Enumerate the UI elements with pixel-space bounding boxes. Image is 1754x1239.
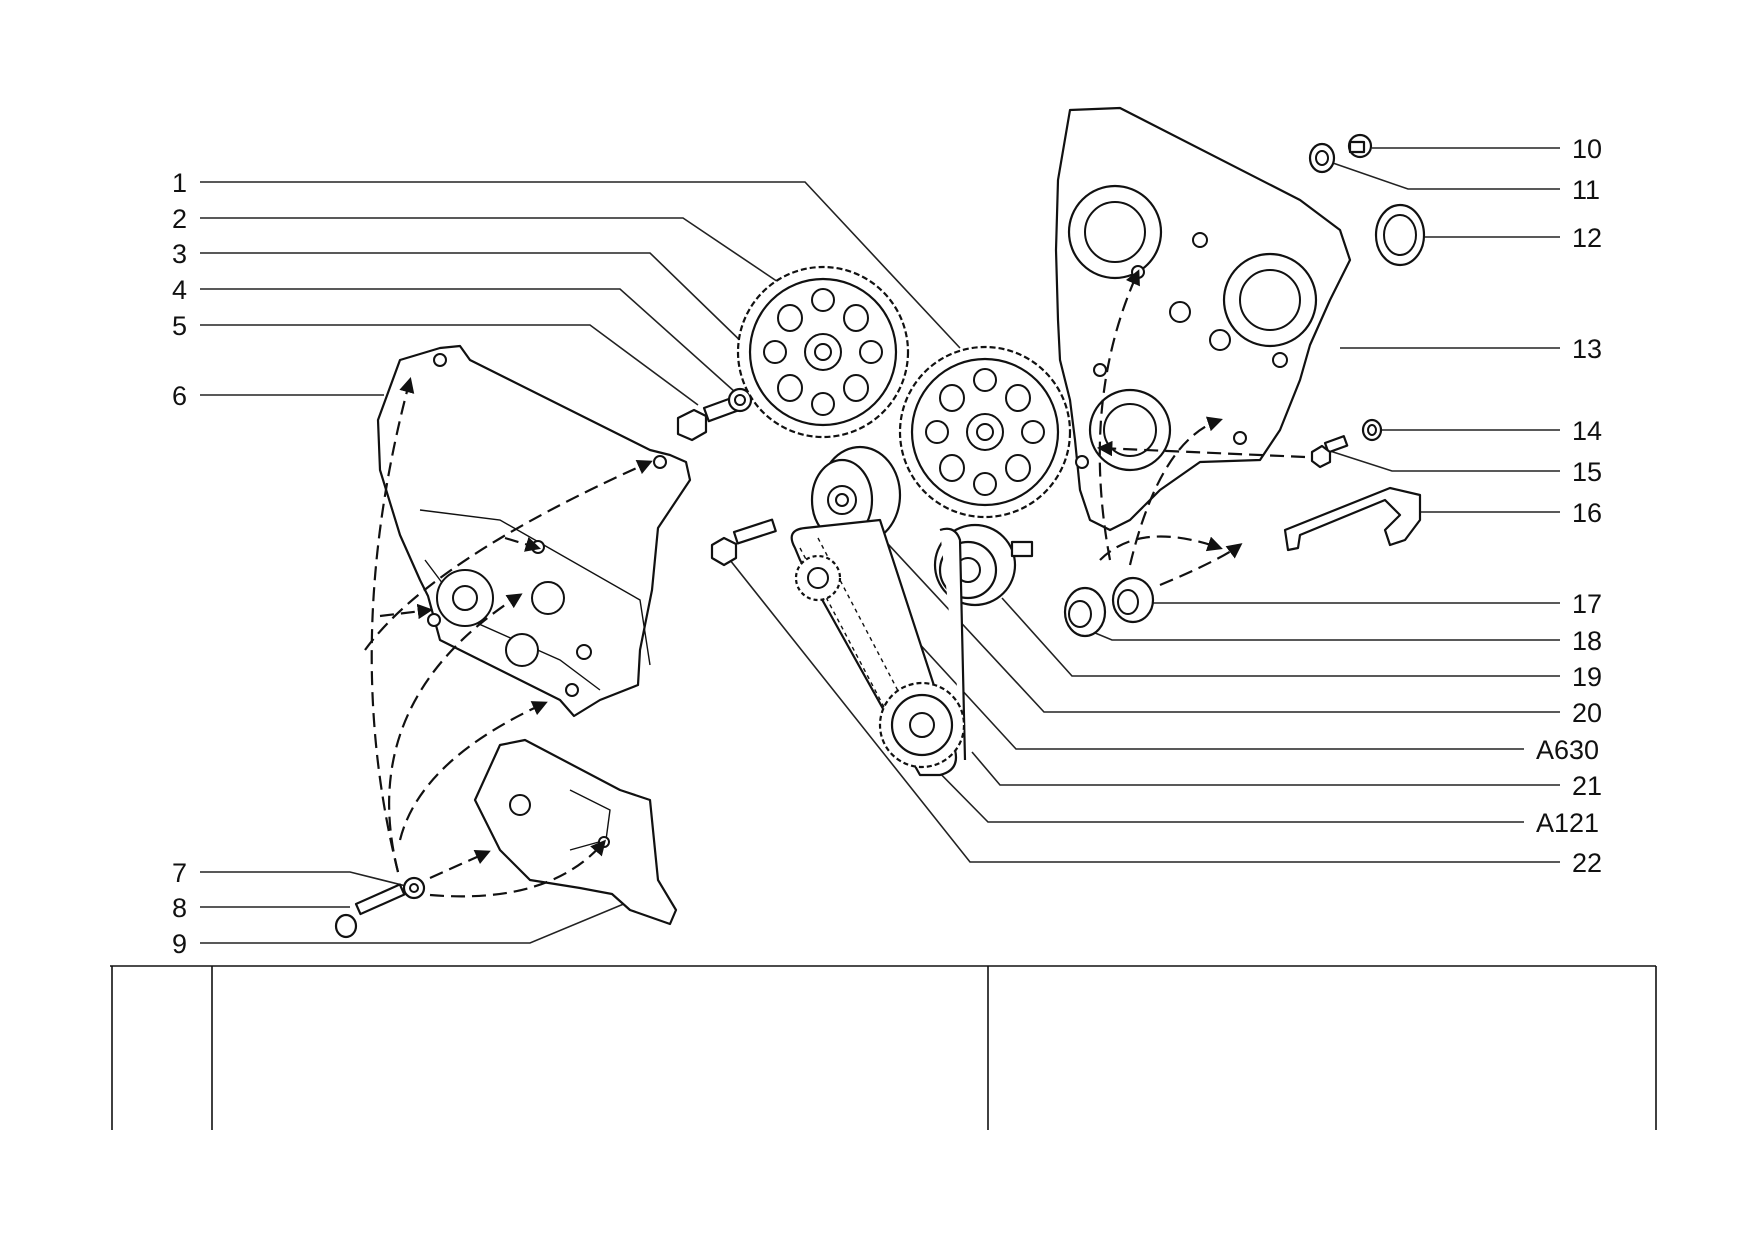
- callout-labels-left: 1 2 3 4 5 6 7 8 9: [172, 168, 187, 959]
- callout-18: 18: [1572, 626, 1602, 656]
- belt-sprocket-A630: [794, 554, 842, 602]
- callout-15: 15: [1572, 457, 1602, 487]
- callout-20: 20: [1572, 698, 1602, 728]
- seal-18: [1063, 586, 1107, 638]
- bolt-15: [1310, 435, 1349, 469]
- upper-timing-cover: [376, 344, 692, 718]
- leader-7: [200, 871, 411, 888]
- leader-19: [1001, 597, 1560, 677]
- leader-4: [200, 288, 736, 393]
- callout-21: 21: [1572, 771, 1602, 801]
- callout-13: 13: [1572, 334, 1602, 364]
- leader-21: [971, 751, 1560, 786]
- gasket-16: [1283, 486, 1422, 552]
- leader-5: [200, 324, 699, 406]
- leader-A630: [869, 589, 1524, 750]
- callout-17: 17: [1572, 589, 1602, 619]
- callout-2: 2: [172, 204, 187, 234]
- leader-A121: [921, 754, 1524, 823]
- callout-16: 16: [1572, 498, 1602, 528]
- bushing-17: [1111, 576, 1155, 624]
- bolt-8: [334, 883, 406, 939]
- camshaft-gear-1: [898, 345, 1072, 519]
- callout-3: 3: [172, 239, 187, 269]
- leader-18: [1087, 629, 1560, 641]
- washer-14: [1361, 418, 1383, 442]
- crank-gear-A121: [878, 681, 966, 769]
- callout-14: 14: [1572, 416, 1602, 446]
- callout-12: 12: [1572, 223, 1602, 253]
- cover-hole-lower: [505, 633, 539, 667]
- callout-A121: A121: [1536, 808, 1599, 838]
- leader-11: [1329, 161, 1560, 190]
- callout-11: 11: [1572, 175, 1600, 205]
- oil-seal-12: [1374, 203, 1426, 267]
- callout-labels-right: 10 11 12 13 14 15 16 17 18 19 20 A630 21…: [1536, 134, 1602, 878]
- callout-5: 5: [172, 311, 187, 341]
- callout-8: 8: [172, 893, 187, 923]
- callout-A630: A630: [1536, 735, 1599, 765]
- rear-timing-plate-13: [1054, 106, 1352, 532]
- leader-1: [200, 181, 961, 349]
- title-frame: [110, 965, 1657, 1130]
- callout-6: 6: [172, 381, 187, 411]
- leader-2: [200, 217, 791, 291]
- callout-22: 22: [1572, 848, 1602, 878]
- washer-7: [402, 876, 426, 900]
- callout-19: 19: [1572, 662, 1602, 692]
- washer-4: [727, 387, 753, 413]
- leader-3: [200, 252, 753, 353]
- lower-timing-cover: [473, 738, 678, 926]
- callout-10: 10: [1572, 134, 1602, 164]
- plug-10: [1347, 133, 1373, 159]
- leader-9: [200, 897, 639, 944]
- cover-hole-upper: [531, 581, 565, 615]
- grommet-11: [1308, 142, 1336, 174]
- assembly-paths: [364, 269, 1306, 898]
- leader-22: [721, 549, 1560, 863]
- leader-15: [1329, 450, 1560, 472]
- callout-1: 1: [172, 168, 187, 198]
- camshaft-gear-2: [736, 265, 910, 439]
- callout-4: 4: [172, 275, 187, 305]
- callout-7: 7: [172, 858, 187, 888]
- bolt-22: [710, 518, 777, 567]
- leader-20: [874, 529, 1560, 713]
- callout-9: 9: [172, 929, 187, 959]
- leader-lines: [200, 147, 1560, 944]
